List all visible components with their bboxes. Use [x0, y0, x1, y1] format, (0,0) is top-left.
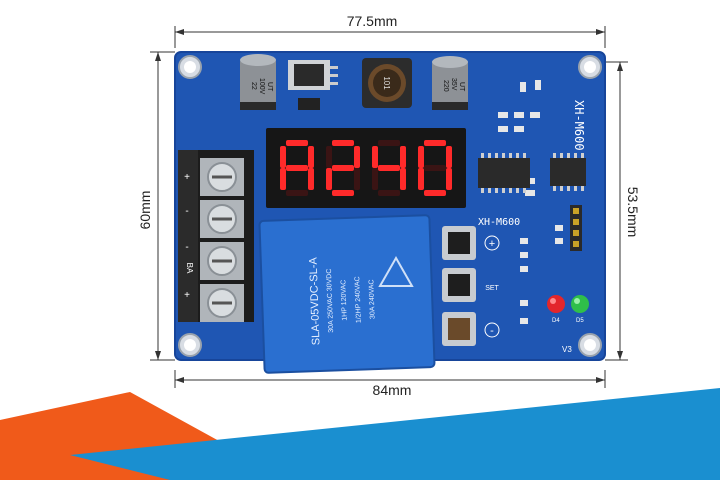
button-plus-ring [484, 235, 500, 251]
button-minus[interactable] [442, 312, 476, 346]
dimension-right: 53.5mm [625, 187, 641, 238]
smd-components [498, 80, 563, 324]
terminal-label-3: - [185, 242, 188, 253]
dimension-lines [150, 26, 628, 388]
header-pins [570, 205, 582, 251]
digit-2-segment-a [332, 140, 354, 146]
board-version: V3 [562, 345, 572, 354]
board-model-label-small: XH-M600 [478, 217, 520, 228]
inductor-label: 101 [382, 76, 391, 90]
cap-left-line3: UT [266, 82, 273, 92]
relay-text-line-4: 1/2HP 240VAC [354, 276, 363, 323]
digit-2-segment-e [326, 168, 332, 190]
cap-left-line1: 22 [250, 82, 257, 90]
digit-3-segment-d [378, 190, 400, 196]
voltage-regulator [288, 60, 338, 110]
digit-4-segment-e [418, 168, 424, 190]
digit-1-segment-f [280, 146, 286, 168]
digit-2-segment-b [354, 146, 360, 168]
relay-text-line-2: 30A 250VAC 30VDC [326, 269, 335, 333]
digit-4-segment-f [418, 146, 424, 168]
dimension-left: 60mm [137, 191, 153, 230]
cap-right-line2: 35V [450, 78, 457, 91]
terminal-screws [200, 158, 244, 322]
digit-3-segment-g [378, 165, 400, 171]
digit-1-segment-g [286, 165, 308, 171]
digit-1-segment-e [280, 168, 286, 190]
board-model-label: XH-M600 [572, 100, 586, 151]
terminal-label-4: BA [185, 263, 194, 274]
led-green [571, 295, 589, 313]
ic-chip-right [550, 153, 586, 191]
button-minus-ring [484, 322, 500, 338]
mounting-holes [178, 55, 602, 357]
cap-left-line2: 100V [258, 78, 265, 95]
led-label-d5: D5 [576, 318, 584, 324]
digit-3-segment-f [372, 146, 378, 168]
digit-4-segment-b [446, 146, 452, 168]
digit-3-segment-b [400, 146, 406, 168]
banner-teal [70, 388, 720, 480]
seven-segment-display [266, 128, 466, 208]
terminal-label-2: - [185, 206, 188, 217]
capacitor-right [432, 56, 468, 110]
digit-1-segment-b [308, 146, 314, 168]
digit-3-segment-e [372, 168, 378, 190]
digit-3-segment-a [378, 140, 400, 146]
digit-2-segment-c [354, 168, 360, 190]
cap-right-line3: UT [458, 82, 465, 92]
dimension-bottom: 84mm [373, 382, 412, 398]
button-set[interactable] [442, 268, 476, 302]
digit-4-segment-g [424, 165, 446, 171]
led-red [547, 295, 565, 313]
digit-2-segment-d [332, 190, 354, 196]
button-minus-label: - [490, 325, 494, 337]
digit-2-segment-f [326, 146, 332, 168]
digit-4-segment-c [446, 168, 452, 190]
relay-text-line-1: SLA-05VDC-SL-A [307, 256, 322, 345]
relay-text-line-3: 1HP 120VAC [340, 280, 348, 321]
terminal-label-5: + [184, 290, 190, 301]
dimension-top: 77.5mm [347, 13, 398, 29]
ic-chip-left [478, 153, 530, 193]
led-label-d4: D4 [552, 318, 560, 324]
button-set-label: SET [485, 285, 499, 292]
digit-3-segment-c [400, 168, 406, 190]
capacitor-left [240, 54, 276, 110]
relay [258, 214, 436, 374]
button-plus[interactable] [442, 226, 476, 260]
digit-4-segment-d [424, 190, 446, 196]
relay-text-line-5: 30A 240VAC [368, 279, 376, 319]
digit-1-segment-a [286, 140, 308, 146]
button-plus-label: + [489, 238, 495, 250]
digit-2-segment-g [332, 165, 354, 171]
inductor [362, 58, 412, 108]
relay-text: SLA-05VDC-SL-A 30A 250VAC 30VDC 1HP 120VAC… [307, 256, 376, 345]
digit-1-segment-d [286, 190, 308, 196]
digit-1-segment-c [308, 168, 314, 190]
display-digits [280, 140, 452, 196]
digit-4-segment-a [424, 140, 446, 146]
cap-right-line1: 220 [442, 80, 449, 92]
terminal-label-1: + [184, 172, 190, 183]
